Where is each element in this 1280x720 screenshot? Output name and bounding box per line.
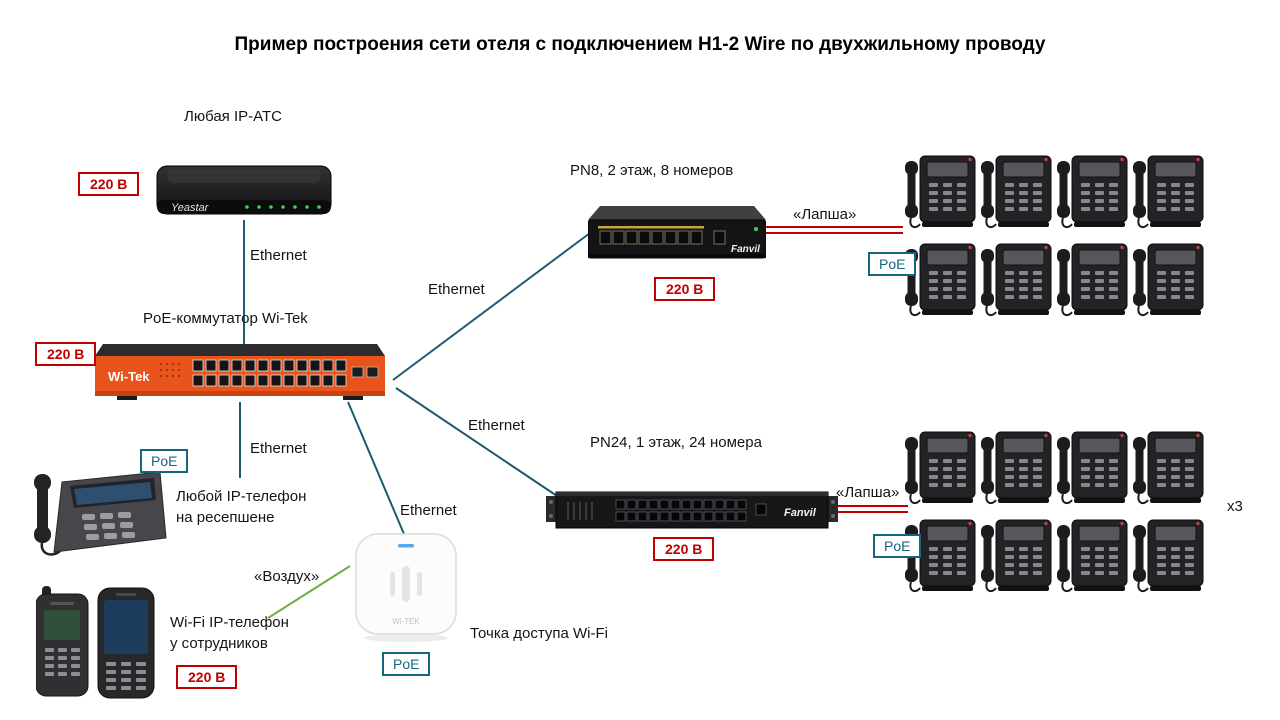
svg-text:Yeastar: Yeastar <box>171 202 210 214</box>
desk-phone-icon <box>980 519 1052 593</box>
wifi-access-point-device-icon: Wi-TEK <box>355 533 457 642</box>
svg-text:Fanvil: Fanvil <box>784 507 817 519</box>
pn8-switch-device-icon: Fanvil <box>588 206 766 259</box>
power-badge-core-switch: 220 В <box>35 342 97 366</box>
pn24-caption: PN24, 1 этаж, 24 номера <box>590 434 762 451</box>
desk-phone-icon <box>1132 519 1204 593</box>
noodle-label-pn8: «Лапша» <box>793 206 857 223</box>
air-label: «Воздух» <box>254 568 320 585</box>
ethernet-link-switch-pn24 <box>395 387 561 499</box>
wifi-phone-caption: Wi-Fi IP-телефон у сотрудников <box>170 612 289 654</box>
ethernet-label-switch-pn8: Ethernet <box>428 281 485 298</box>
desk-phone-icon <box>904 155 976 229</box>
power-badge-wifi-phone: 220 В <box>176 665 238 689</box>
desk-phone-icon <box>1132 431 1204 505</box>
wifi-phone-caption-line2: у сотрудников <box>170 635 268 652</box>
diagram-title: Пример построения сети отеля с подключен… <box>234 34 1046 55</box>
ethernet-link-switch-ap <box>347 401 405 535</box>
desk-phone-icon <box>1056 519 1128 593</box>
ethernet-label-switch-pn24: Ethernet <box>468 417 525 434</box>
noodle-label-pn24: «Лапша» <box>836 484 900 501</box>
svg-text:Wi-TEK: Wi-TEK <box>392 617 420 626</box>
poe-badge-floor1: PoE <box>873 534 922 558</box>
ethernet-label-switch-reception: Ethernet <box>250 440 307 457</box>
wifi-phone-caption-line1: Wi-Fi IP-телефон <box>170 614 289 631</box>
wireless-link-ap-handsets <box>267 565 351 619</box>
svg-text:Wi-Tek: Wi-Tek <box>108 369 150 384</box>
ethernet-label-pbx-switch: Ethernet <box>250 247 307 264</box>
reception-phone-device-icon <box>34 471 167 556</box>
ip-pbx-device-icon: Yeastar <box>156 165 332 215</box>
power-badge-pn8: 220 В <box>654 277 716 301</box>
poe-badge-access-point: PoE <box>382 652 431 676</box>
access-point-caption: Точка доступа Wi-Fi <box>470 625 608 642</box>
poe-badge-reception: PoE <box>140 449 189 473</box>
power-badge-pbx: 220 В <box>78 172 140 196</box>
desk-phone-icon <box>1056 243 1128 317</box>
ethernet-link-switch-pn8 <box>392 232 591 381</box>
desk-phone-icon <box>1056 431 1128 505</box>
wifi-handsets-device-icon <box>36 586 155 699</box>
power-badge-pn24: 220 В <box>653 537 715 561</box>
ethernet-label-switch-ap: Ethernet <box>400 502 457 519</box>
phone-cluster-floor2 <box>903 150 1207 326</box>
desk-phone-icon <box>980 155 1052 229</box>
pn8-caption: PN8, 2 этаж, 8 номеров <box>570 162 734 179</box>
phone-cluster-floor1 <box>903 426 1207 602</box>
pbx-caption: Любая IP-АТС <box>184 108 282 125</box>
desk-phone-icon <box>980 431 1052 505</box>
reception-phone-caption-line2: на ресепшене <box>176 509 275 526</box>
desk-phone-icon <box>1132 243 1204 317</box>
desk-phone-icon <box>1056 155 1128 229</box>
desk-phone-icon <box>980 243 1052 317</box>
desk-phone-icon <box>1132 155 1204 229</box>
pn24-switch-device-icon: Fanvil <box>546 491 838 529</box>
poe-switch-device-icon: Wi-Tek <box>95 344 385 400</box>
reception-phone-caption-line1: Любой IP-телефон <box>176 488 307 505</box>
svg-text:Fanvil: Fanvil <box>731 244 760 255</box>
core-switch-caption: PoE-коммутатор Wi-Tek <box>143 310 308 327</box>
poe-badge-floor2: PoE <box>868 252 917 276</box>
desk-phone-icon <box>904 243 976 317</box>
reception-phone-caption: Любой IP-телефон на ресепшене <box>176 486 306 528</box>
desk-phone-icon <box>904 431 976 505</box>
multiplier-label: x3 <box>1227 498 1243 515</box>
